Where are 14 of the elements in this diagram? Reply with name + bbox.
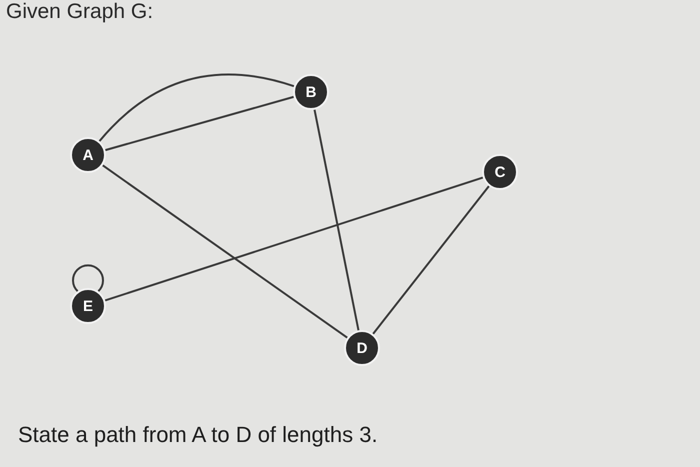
graph-edge xyxy=(102,164,348,338)
question-text: State a path from A to D of lengths 3. xyxy=(18,422,378,448)
graph-title: Given Graph G: xyxy=(6,0,154,24)
vertex-circle: A xyxy=(70,137,106,173)
loop-edge xyxy=(72,264,104,292)
graph-edge xyxy=(372,186,490,334)
vertex-circle: D xyxy=(344,330,380,366)
graph-edge xyxy=(314,109,360,331)
graph-edge xyxy=(105,96,294,152)
vertex-circle: B xyxy=(293,74,329,110)
graph-edge xyxy=(104,176,484,302)
graph-edge xyxy=(98,74,294,142)
vertex-circle: E xyxy=(70,288,106,324)
vertex-circle: C xyxy=(482,154,518,190)
